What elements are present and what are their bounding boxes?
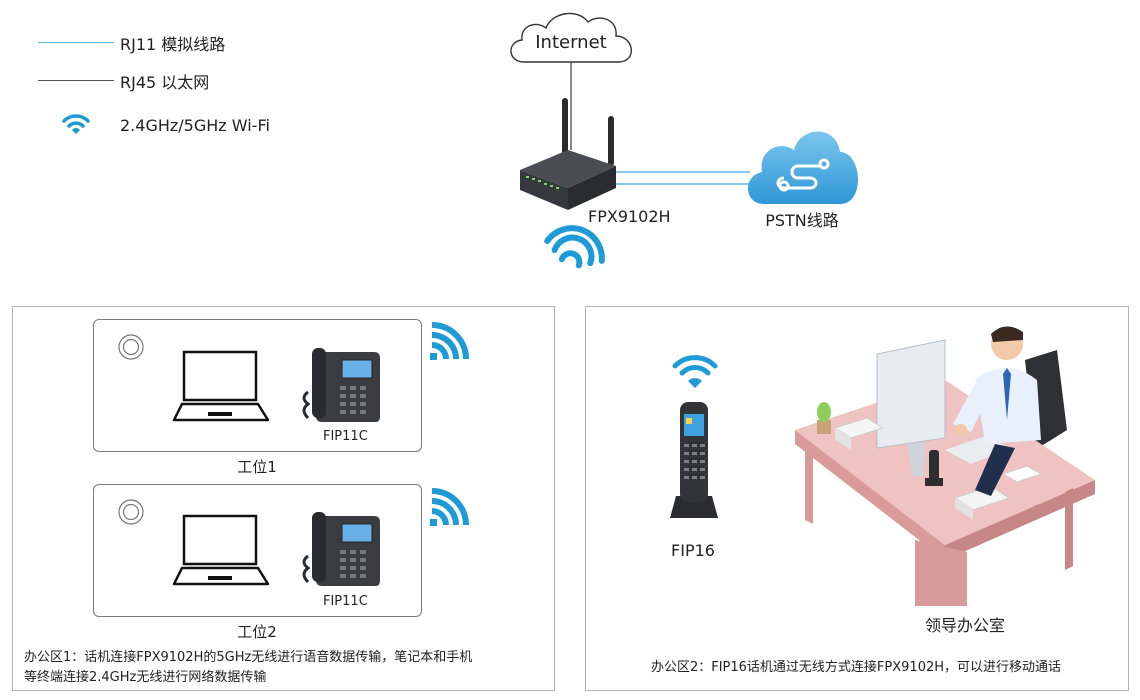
network-links — [570, 62, 750, 185]
station-1-label: 工位1 — [237, 458, 277, 476]
wifi-legend-label: 2.4GHz/5GHz Wi-Fi — [120, 116, 270, 135]
record-button-icon — [118, 499, 144, 525]
dect-handset-icon — [670, 402, 718, 518]
station-1-phone-label: FIP11C — [323, 429, 368, 444]
desk-phone-icon — [302, 512, 380, 586]
rj45-legend-line — [38, 80, 114, 81]
router-label: FPX9102H — [588, 207, 671, 226]
router-icon — [520, 98, 616, 210]
laptop-icon — [172, 350, 270, 422]
office-desk-icon — [795, 326, 1095, 606]
station-2-label: 工位2 — [237, 623, 277, 641]
station-1-wifi-icon — [430, 322, 469, 360]
internet-cloud-icon — [510, 12, 633, 63]
rj45-legend-label: RJ45 以太网 — [120, 73, 210, 92]
desk-phone-icon — [302, 348, 380, 422]
station-2-wifi-icon — [430, 488, 469, 526]
router-wifi-icon — [544, 225, 605, 269]
office-room-label: 领导办公室 — [924, 616, 1005, 635]
rj11-legend-line — [38, 42, 114, 43]
office-area-2-description: 办公区2：FIP16话机通过无线方式连接FPX9102H，可以进行移动通话 — [650, 660, 1062, 675]
rj11-legend-label: RJ11 模拟线路 — [120, 35, 226, 54]
internet-label: Internet — [535, 32, 607, 53]
office-area-1-description: 办公区1：话机连接FPX9102H的5GHz无线进行语音数据传输，笔记本和手机 … — [24, 648, 550, 688]
handset-wifi-icon — [672, 355, 718, 388]
station-2-phone-label: FIP11C — [323, 594, 368, 609]
record-button-icon — [118, 334, 144, 360]
pstn-cloud-icon — [747, 131, 859, 204]
office-area-1-description-line-2: 等终端连接2.4GHz无线进行网络数据传输 — [24, 670, 267, 685]
laptop-icon — [172, 514, 270, 586]
pstn-label: PSTN线路 — [765, 211, 839, 230]
wifi-icon — [62, 114, 90, 134]
office-area-1-description-line-1: 办公区1：话机连接FPX9102H的5GHz无线进行语音数据传输，笔记本和手机 — [24, 650, 473, 665]
handset-label: FIP16 — [671, 541, 715, 560]
